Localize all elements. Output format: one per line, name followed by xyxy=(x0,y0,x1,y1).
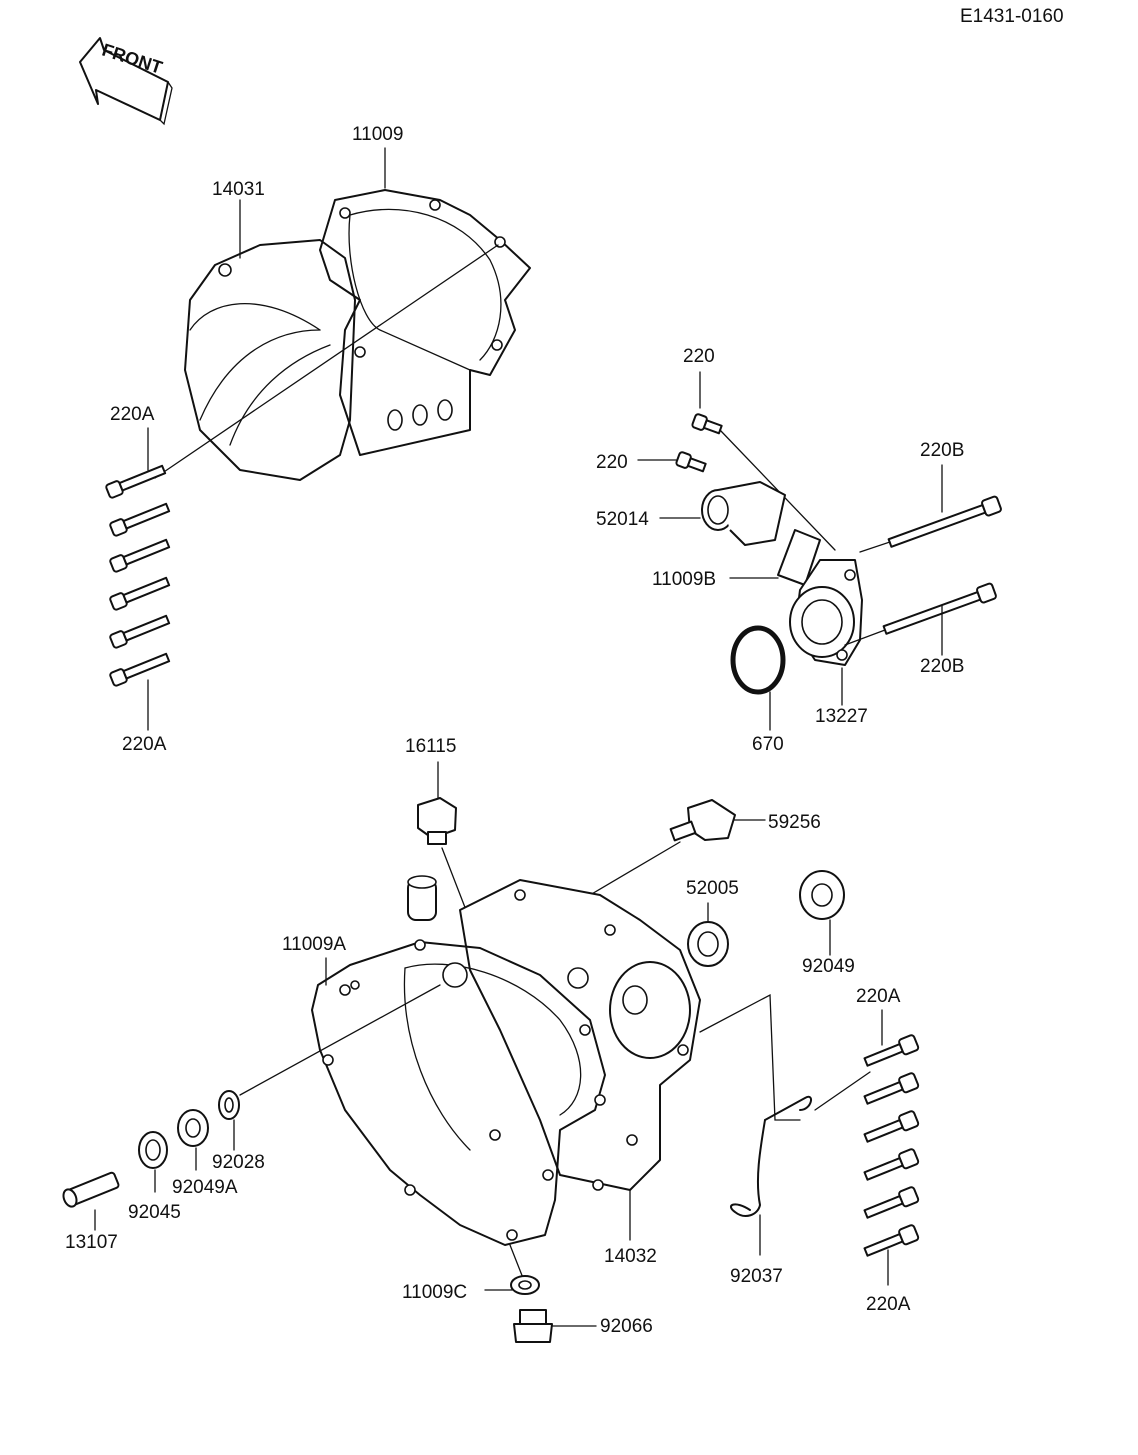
label-92049A: 92049A xyxy=(172,1177,238,1198)
diagram-code: E1431-0160 xyxy=(960,6,1064,27)
bolt-stack-220A-left xyxy=(105,464,171,687)
label-11009B: 11009B xyxy=(652,569,716,590)
front-arrow-badge: FRONT xyxy=(79,37,173,126)
bolt-220-a xyxy=(691,413,723,435)
leader-220B-axis-bottom xyxy=(844,629,886,646)
label-14032: 14032 xyxy=(604,1246,657,1267)
label-670: 670 xyxy=(752,734,784,755)
label-220-b: 220 xyxy=(596,452,628,473)
label-11009C: 11009C xyxy=(402,1282,467,1303)
label-220-a: 220 xyxy=(683,346,715,367)
bolt-220B-bottom xyxy=(882,582,997,635)
label-13107: 13107 xyxy=(65,1232,118,1253)
gasket-11009 xyxy=(319,189,531,456)
label-92066: 92066 xyxy=(600,1316,653,1337)
pipe-52014 xyxy=(701,481,786,546)
label-52005: 52005 xyxy=(686,878,739,899)
clip-92037 xyxy=(730,1095,812,1217)
pump-housing-13227 xyxy=(789,559,863,666)
label-220A-right-top: 220A xyxy=(856,986,901,1007)
label-59256: 59256 xyxy=(768,812,821,833)
plug-16115 xyxy=(417,797,457,845)
label-16115: 16115 xyxy=(405,736,456,757)
gasket-11009B xyxy=(777,529,821,586)
leader-220B-axis-top xyxy=(859,541,891,553)
leader-16115-axis xyxy=(441,847,467,911)
bearing-92049A xyxy=(177,1109,209,1147)
leader-bolt-axis xyxy=(154,244,499,479)
label-220B-top: 220B xyxy=(920,440,964,461)
cover-14031 xyxy=(184,239,356,481)
bolt-220-b xyxy=(675,451,707,473)
label-13227: 13227 xyxy=(815,706,868,727)
label-220A-top: 220A xyxy=(110,404,155,425)
sensor-59256 xyxy=(669,799,736,842)
plug-92066 xyxy=(513,1309,553,1343)
washer-92028 xyxy=(218,1090,240,1120)
bolt-220B-top xyxy=(887,495,1002,548)
label-92049: 92049 xyxy=(802,956,855,977)
gasket-11009A xyxy=(311,939,606,1246)
label-52014: 52014 xyxy=(596,509,649,530)
label-11009: 11009 xyxy=(352,124,403,145)
leader-92037-axis xyxy=(814,1071,871,1111)
leader-59256-axis xyxy=(589,841,681,896)
leader-washer-axis xyxy=(509,1244,524,1279)
bolt-stack-220A-right xyxy=(863,1034,920,1257)
cover-14032 xyxy=(407,875,701,1191)
bearing-92049 xyxy=(799,870,845,920)
leader-shaft-axis xyxy=(239,984,441,1096)
label-11009A: 11009A xyxy=(282,934,346,955)
label-220A-right-bottom: 220A xyxy=(866,1294,911,1315)
seal-52005 xyxy=(687,921,729,967)
label-92045: 92045 xyxy=(128,1202,181,1223)
label-14031: 14031 xyxy=(212,179,265,200)
washer-11009C xyxy=(510,1275,540,1295)
label-92037: 92037 xyxy=(730,1266,783,1287)
label-220A-bottom: 220A xyxy=(122,734,167,755)
seal-92045 xyxy=(138,1131,168,1169)
label-220B-bottom: 220B xyxy=(920,656,964,677)
label-92028: 92028 xyxy=(212,1152,265,1173)
o-ring-670 xyxy=(730,625,786,695)
shaft-13107 xyxy=(62,1171,120,1208)
leader-92037-path xyxy=(699,993,801,1121)
